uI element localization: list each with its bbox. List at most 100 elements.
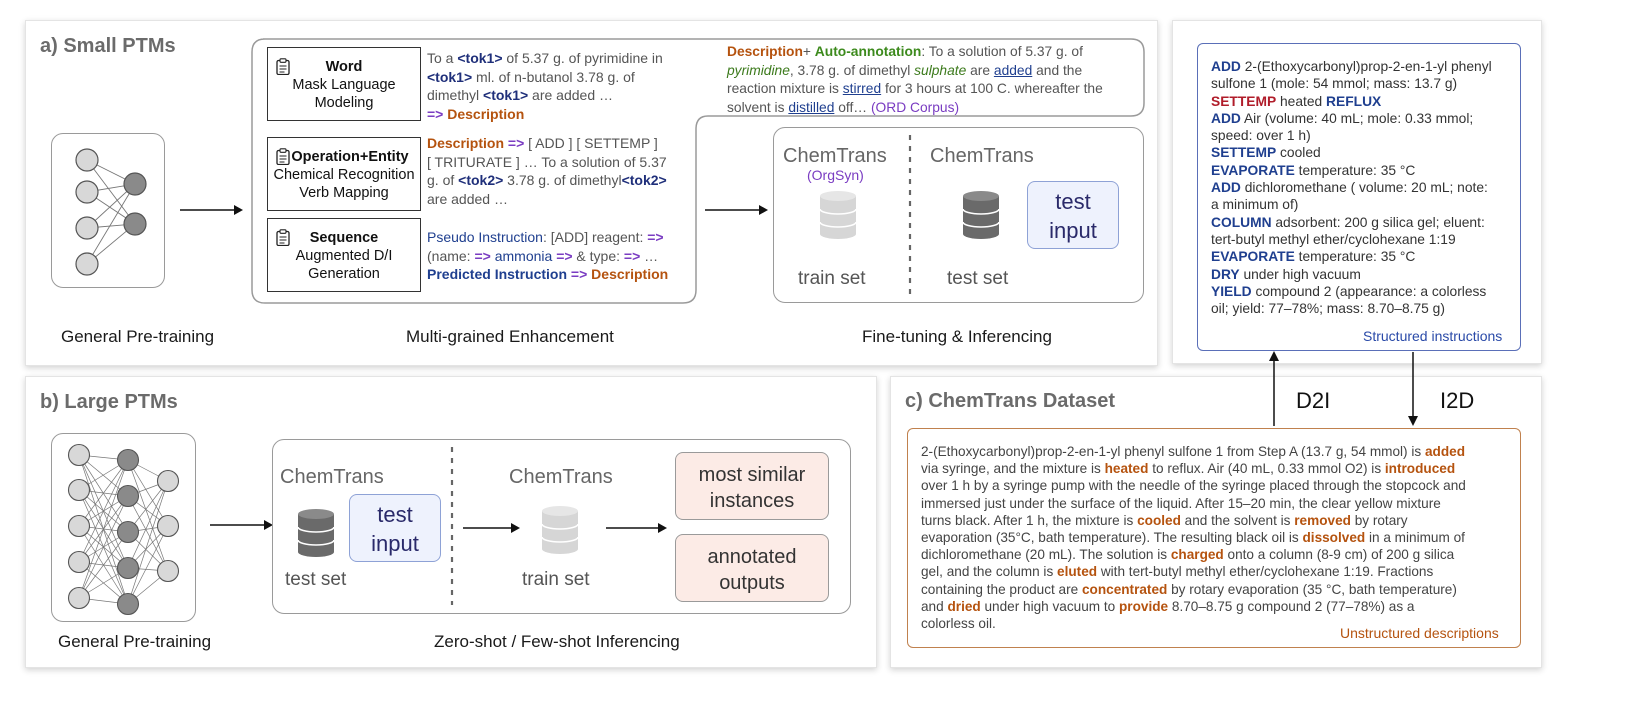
task-line: Modeling <box>314 95 374 111</box>
description-line: via syringe, and the mixture is heated t… <box>921 460 1513 477</box>
action-verb: removed <box>1294 512 1351 528</box>
example-word-masking: To a <tok1> of 5.37 g. of pyrimidine in … <box>427 50 663 122</box>
instruction-keyword: ADD <box>1211 180 1241 196</box>
instruction-line: SETTEMP heated REFLUX <box>1211 93 1516 110</box>
caption-zeroshot: Zero-shot / Few-shot Inferencing <box>434 632 680 651</box>
instruction-line: DRY under high vacuum <box>1211 266 1516 283</box>
arrow-test-to-train <box>463 523 520 533</box>
instruction-keyword: SETTEMP <box>1211 93 1277 109</box>
description-line: gel, and the column is eluted with tert-… <box>921 563 1513 580</box>
action-verb: concentrated <box>1081 581 1168 597</box>
instruction-line: ADD Air (volume: 40 mL; mole: 0.33 mmol; <box>1211 110 1516 127</box>
clipboard-icon <box>276 58 290 75</box>
description-fragment: and the solvent is <box>1180 512 1295 528</box>
caption-general-pretraining-b: General Pre-training <box>58 632 212 651</box>
action-verb: provide <box>1119 598 1169 614</box>
action-verb: added <box>1424 444 1465 459</box>
instruction-line: ADD 2-(Ethoxycarbonyl)prop-2-en-1-yl phe… <box>1211 58 1516 75</box>
clipboard-icon <box>276 148 290 165</box>
instruction-line: sulfone 1 (mole: 54 mmol; mass: 13.7 g) <box>1211 75 1516 92</box>
clipboard-icon <box>276 229 290 246</box>
description-fragment: by rotary evaporation (35 °C, bath tempe… <box>1167 581 1457 597</box>
instruction-keyword: DRY <box>1211 266 1240 282</box>
description-fragment: immersed just under the surface of the l… <box>921 495 1441 511</box>
instruction-text: temperature: 35 °C <box>1294 249 1416 265</box>
instruction-line: COLUMN adsorbent: 200 g silica gel; elue… <box>1211 214 1516 231</box>
instruction-line: SETTEMP cooled <box>1211 144 1516 161</box>
neural-network-large <box>51 433 196 622</box>
arrow-to-enhancement <box>180 205 243 215</box>
arrow-train-to-outputs <box>606 523 667 533</box>
panel-c-title: c) ChemTrans Dataset <box>905 390 1116 412</box>
task-line: Generation <box>308 266 380 282</box>
test-input-box: test input <box>1027 181 1119 249</box>
task-line: Chemical Recognition <box>273 167 415 183</box>
description-fragment: over 1 h by a syringe pump with the need… <box>921 478 1466 494</box>
instruction-keyword: SETTEMP <box>1211 145 1277 161</box>
unstructured-label: Unstructured descriptions <box>1340 625 1499 641</box>
description-line: colorless oil. <box>921 615 1513 632</box>
instruction-keyword: YIELD <box>1211 283 1252 299</box>
description-line: 2-(Ethoxycarbonyl)prop-2-en-1-yl phenyl … <box>921 443 1513 460</box>
caption-multigrained: Multi-grained Enhancement <box>406 327 614 346</box>
instruction-text: Air (volume: 40 mL; mole: 0.33 mmol; <box>1240 110 1474 126</box>
description-fragment: to reflux. Air (40 mL, 0.33 mmol O2) is <box>1148 461 1385 477</box>
task-title-operation-entity: Operation+Entity <box>291 149 409 165</box>
task-box-operation-entity: Operation+Entity Chemical Recognition Ve… <box>267 137 421 211</box>
description-fragment: 2-(Ethoxycarbonyl)prop-2-en-1-yl phenyl … <box>921 444 1425 459</box>
caption-general-pretraining-a: General Pre-training <box>61 327 215 346</box>
description-fragment: evaporation (35°C, bath temperature). Th… <box>921 530 1303 546</box>
chemtrans-label-test: ChemTrans <box>930 145 1034 167</box>
instruction-text: a minimum of) <box>1211 197 1299 213</box>
instruction-text: sulfone 1 (mole: 54 mmol; mass: 13.7 g) <box>1211 76 1458 92</box>
neural-network-icon <box>67 443 180 616</box>
annotated-outputs-box: annotated outputs <box>675 534 829 602</box>
action-verb: heated <box>1104 461 1149 477</box>
description-line: dichloromethane (20 mL). The solution is… <box>921 546 1513 563</box>
neural-network-small <box>51 133 165 288</box>
train-set-label-b: train set <box>522 569 590 590</box>
instruction-text: dichloromethane ( volume: 20 mL; note: <box>1240 180 1488 196</box>
most-similar-box: most similar instances <box>675 452 829 520</box>
instruction-keyword: EVAPORATE <box>1211 249 1295 265</box>
enhancement-container <box>251 38 1145 304</box>
arrow-to-finetune <box>705 205 768 215</box>
chemtrans-label-b-test: ChemTrans <box>280 466 384 488</box>
description-fragment: under high vacuum to <box>980 598 1119 614</box>
instruction-line: tert-butyl methyl ether/cyclohexane 1:19 <box>1211 231 1516 248</box>
instruction-keyword: ADD <box>1211 59 1241 74</box>
task-box-word: Word Mask Language Modeling <box>267 47 421 121</box>
i2d-label: I2D <box>1440 388 1475 413</box>
instruction-line: a minimum of) <box>1211 196 1516 213</box>
instruction-text: compound 2 (appearance: a colorless <box>1251 283 1487 299</box>
instruction-keyword: REFLUX <box>1326 93 1382 109</box>
instruction-keyword: ADD <box>1211 110 1241 126</box>
instruction-text: tert-butyl methyl ether/cyclohexane 1:19 <box>1211 231 1456 247</box>
description-fragment: by rotary <box>1350 512 1408 528</box>
description-fragment: dichloromethane (20 mL). The solution is <box>921 547 1171 563</box>
description-line: containing the product are concentrated … <box>921 581 1513 598</box>
arrow-to-zeroshot <box>210 520 273 530</box>
database-icon-b-test <box>297 509 335 557</box>
task-line: Verb Mapping <box>299 185 389 201</box>
panel-b-title: b) Large PTMs <box>40 391 178 413</box>
arrow-d2i <box>1269 351 1279 426</box>
description-fragment: via syringe, and the mixture is <box>921 461 1105 477</box>
action-verb: cooled <box>1137 512 1181 528</box>
description-fragment: turns black. After 1 h, the mixture is <box>921 512 1138 528</box>
example-sequence: Pseudo Instruction: [ADD] reagent: => (n… <box>427 229 669 282</box>
database-icon-b-train <box>541 506 579 554</box>
instruction-list: ADD 2-(Ethoxycarbonyl)prop-2-en-1-yl phe… <box>1211 58 1516 317</box>
divider-dashed-b <box>450 447 454 605</box>
action-verb: eluted <box>1057 564 1098 580</box>
panel-a-title: a) Small PTMs <box>40 35 176 57</box>
action-verb: introduced <box>1384 461 1456 477</box>
instruction-text: oil; yield: 77–78%; mass: 8.70–8.75 g) <box>1211 301 1445 317</box>
instruction-line: speed: over 1 h) <box>1211 127 1516 144</box>
structured-label: Structured instructions <box>1363 328 1503 344</box>
instruction-text: speed: over 1 h) <box>1211 128 1311 144</box>
action-verb: dried <box>947 598 981 614</box>
arrow-i2d <box>1408 352 1418 426</box>
divider-dashed <box>908 135 912 295</box>
description-fragment: 8.70–8.75 g compound 2 (77–78%) as a <box>1168 598 1415 614</box>
